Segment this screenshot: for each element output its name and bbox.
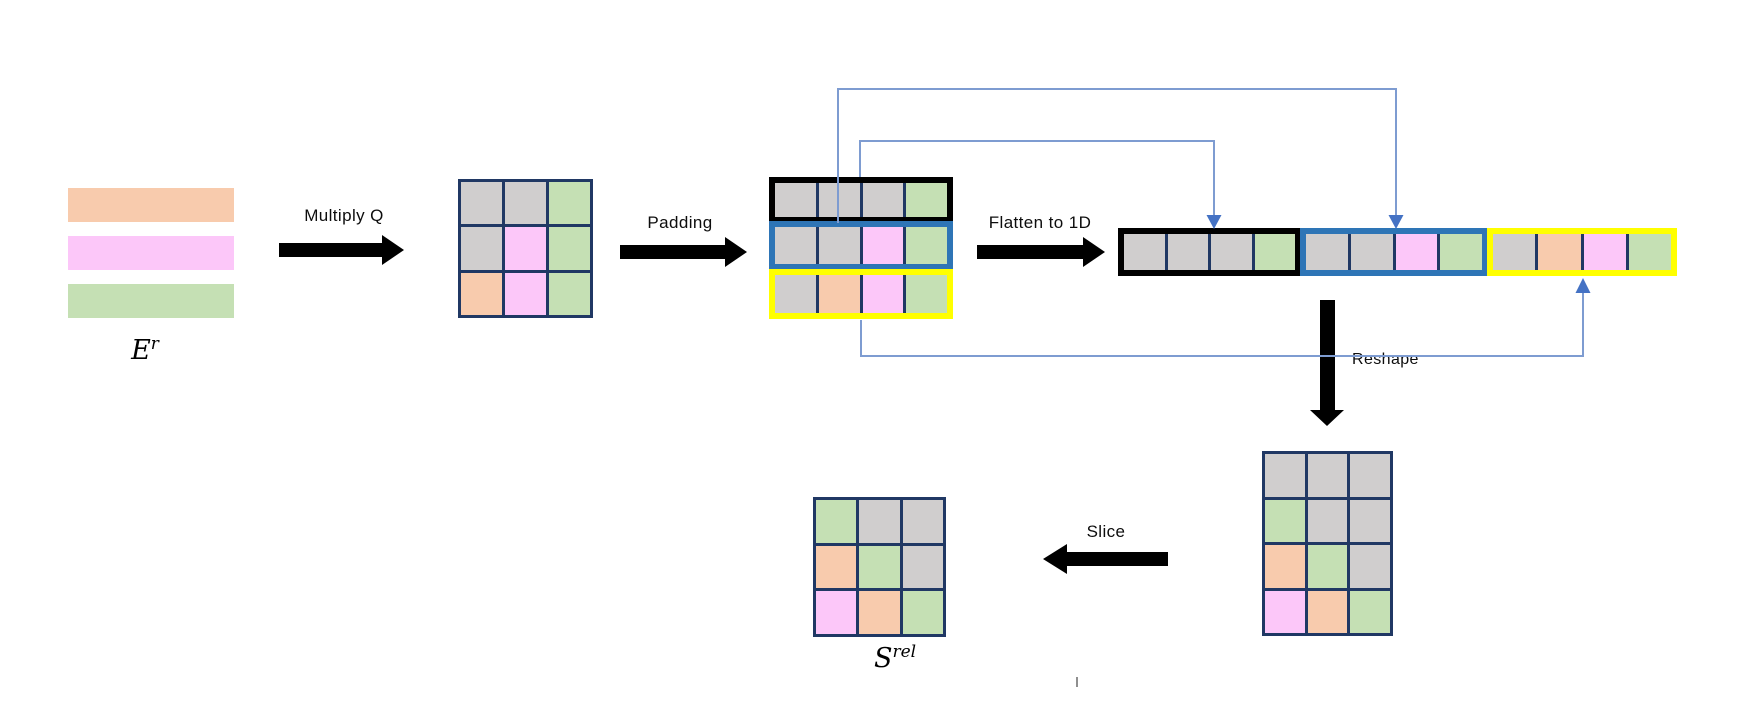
flatten-label: Flatten to 1D [988, 213, 1092, 232]
matrix-cell-gray [461, 182, 502, 225]
matrix-cell-orange [859, 591, 900, 634]
flatten-arrow-shaft [977, 245, 1083, 259]
matrix-cell-pink [1395, 234, 1438, 270]
matrix-cell-gray [1307, 499, 1348, 542]
matrix-cell-gray [1350, 499, 1390, 542]
matrix-cell-pink [816, 591, 857, 634]
matrix-cell-green [549, 182, 590, 225]
matrix-cell-orange [1538, 234, 1581, 270]
sliced-matrix [813, 497, 946, 637]
matrix-cell-orange [1307, 590, 1348, 633]
stray-cursor-tick [1076, 677, 1078, 687]
multiply-q-arrowhead-icon [382, 235, 404, 265]
matrix-cell-green [906, 183, 947, 217]
matrix-cell-green [1440, 234, 1482, 270]
matrix-cell-gray [775, 183, 816, 217]
matrix-cell-gray [1124, 234, 1165, 270]
connector-down-arrowhead-icon [1388, 215, 1404, 229]
connector-up-arrowhead-icon [1575, 278, 1591, 293]
padding-label: Padding [647, 213, 713, 232]
flattened-group-black [1118, 228, 1301, 276]
matrix-cell-gray [1211, 234, 1252, 270]
multiply-q-label: Multiply Q [304, 206, 384, 225]
matrix-cell-green [1254, 234, 1295, 270]
matrix-cell-orange [816, 545, 857, 589]
flattened-group-yellow [1487, 228, 1677, 276]
output-label-base: S [873, 643, 893, 674]
matrix-cell-gray [461, 227, 502, 270]
matrix-cell-gray [859, 500, 900, 543]
matrix-cell-gray [902, 500, 943, 543]
flatten-arrowhead-icon [1083, 237, 1105, 267]
matrix-cell-pink [68, 236, 234, 270]
matrix-cell-green [549, 227, 590, 270]
matrix-cell-green [906, 227, 947, 264]
multiply-q-arrow-shaft [279, 243, 382, 257]
matrix-cell-orange [461, 272, 502, 315]
multiplied-matrix [458, 179, 593, 318]
matrix-cell-orange [818, 275, 860, 313]
matrix-cell-gray [505, 182, 546, 225]
matrix-cell-gray [1167, 234, 1208, 270]
matrix-cell-pink [505, 227, 546, 270]
matrix-cell-pink [1583, 234, 1626, 270]
matrix-cell-gray [1350, 545, 1390, 588]
matrix-cell-green [1265, 499, 1305, 542]
output-matrix-label: Srel [845, 642, 945, 674]
matrix-cell-green [1307, 545, 1348, 588]
relative-embedding-bars [68, 188, 234, 318]
matrix-cell-pink [1265, 590, 1305, 633]
matrix-cell-gray [775, 275, 816, 313]
connector-yellow-row-line [860, 291, 1584, 357]
matrix-cell-gray [862, 183, 904, 217]
padded-row-black [769, 177, 953, 223]
matrix-cell-orange [1265, 545, 1305, 588]
padding-arrowhead-icon [725, 237, 747, 267]
padded-row-yellow [769, 269, 953, 319]
input-label-base: E [131, 335, 151, 366]
matrix-cell-orange [68, 188, 234, 222]
slice-label: Slice [1086, 522, 1126, 541]
matrix-cell-green [1350, 590, 1390, 633]
reshape-arrowhead-icon [1310, 410, 1344, 426]
matrix-cell-pink [862, 227, 904, 264]
input-label-superscript: r [150, 334, 159, 354]
matrix-cell-gray [818, 183, 860, 217]
reshape-label: Reshape [1352, 351, 1419, 368]
matrix-cell-green [906, 275, 947, 313]
input-matrix-label: Er [105, 334, 185, 366]
matrix-cell-gray [818, 227, 860, 264]
padded-row-blue [769, 221, 953, 270]
connector-down-arrowhead-icon [1206, 215, 1222, 229]
matrix-cell-green [902, 591, 943, 634]
matrix-cell-green [1628, 234, 1671, 270]
matrix-cell-green [859, 545, 900, 589]
matrix-cell-gray [1265, 454, 1305, 497]
matrix-cell-green [816, 500, 857, 543]
slice-arrow-shaft [1067, 552, 1168, 566]
matrix-cell-green [68, 284, 234, 318]
padding-arrow-shaft [620, 245, 725, 259]
matrix-cell-gray [902, 545, 943, 589]
matrix-cell-pink [505, 272, 546, 315]
output-label-superscript: rel [892, 642, 917, 662]
flattened-group-blue [1300, 228, 1488, 276]
matrix-cell-gray [1306, 234, 1348, 270]
matrix-cell-gray [1350, 454, 1390, 497]
reshape-arrow-shaft [1320, 300, 1335, 410]
matrix-cell-green [549, 272, 590, 315]
slice-arrowhead-icon [1043, 544, 1067, 574]
matrix-cell-gray [1350, 234, 1393, 270]
matrix-cell-gray [1493, 234, 1536, 270]
reshaped-matrix [1262, 451, 1393, 636]
matrix-cell-gray [775, 227, 816, 264]
matrix-cell-pink [862, 275, 904, 313]
matrix-cell-gray [1307, 454, 1348, 497]
